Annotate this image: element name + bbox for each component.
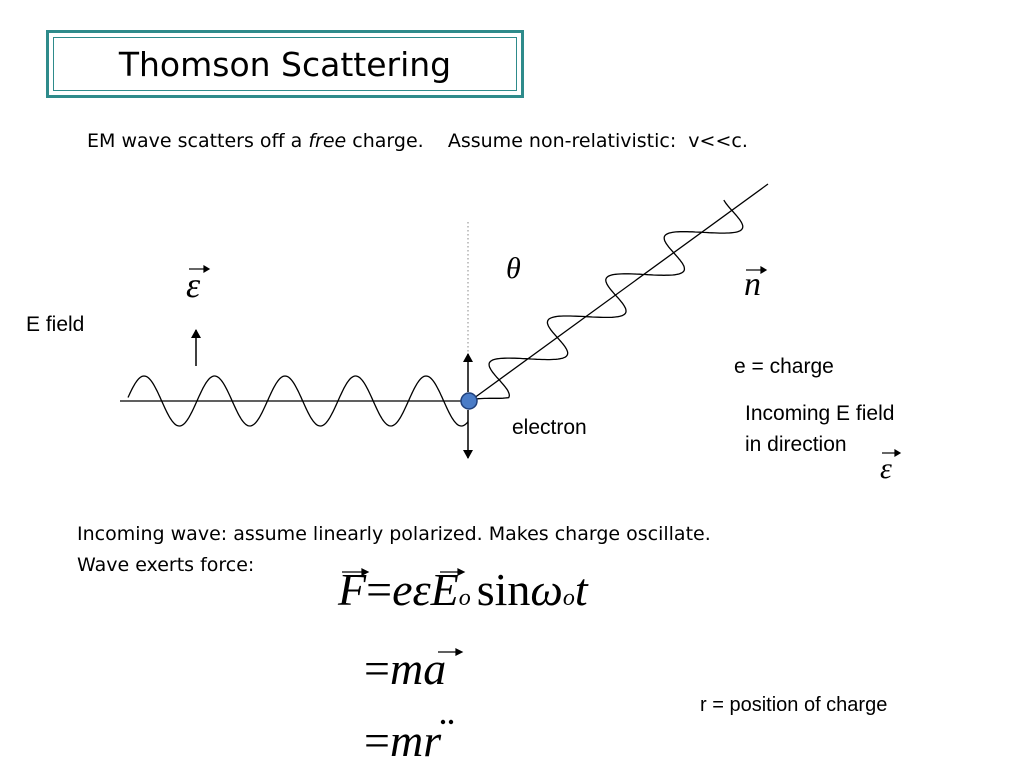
- title-frame: Thomson Scattering: [46, 30, 524, 98]
- intro-suffix: charge. Assume non-relativistic: v<<c.: [346, 130, 748, 152]
- theta-symbol: θ: [506, 252, 521, 285]
- mass-position-equation: =mr: [364, 718, 441, 764]
- incoming-wave: [127, 375, 469, 427]
- incoming-field-label-line2: in direction: [745, 433, 847, 456]
- scattered-direction-line: [469, 183, 769, 402]
- electron-label: electron: [512, 416, 587, 439]
- eq1-subscript-o2: o: [562, 585, 575, 611]
- page-title: Thomson Scattering: [118, 44, 452, 84]
- title-inner-frame: Thomson Scattering: [53, 37, 517, 91]
- eq3-r: r: [423, 715, 442, 766]
- charge-label: e = charge: [734, 355, 834, 378]
- force-text: Wave exerts force:: [77, 554, 255, 576]
- eq1-sin: sin: [476, 564, 531, 615]
- intro-prefix: EM wave scatters off a: [87, 130, 309, 152]
- ddot-right: [448, 719, 454, 725]
- eq1-subscript-o: o: [458, 585, 471, 611]
- intro-emphasis: free: [308, 130, 347, 152]
- e-field-label: E field: [26, 313, 85, 336]
- eq1-epsilon: ε: [412, 564, 431, 615]
- eq1-e: e: [392, 564, 413, 615]
- electron-dot: [460, 392, 478, 410]
- eq2-equals: =: [364, 643, 390, 694]
- eq3-m: m: [389, 715, 424, 766]
- incoming-field-label-line1: Incoming E field: [745, 402, 895, 425]
- epsilon-vector-symbol: ε: [186, 265, 201, 305]
- intro-text: EM wave scatters off a free charge. Assu…: [87, 130, 748, 152]
- n-vector-symbol: n: [744, 266, 761, 303]
- mass-acceleration-equation: =ma: [364, 646, 446, 692]
- eq1-t: t: [574, 564, 588, 615]
- scattered-wave: [469, 199, 744, 402]
- ddot-left: [440, 719, 446, 725]
- eq1-omega: ω: [530, 564, 563, 615]
- eq1-F: F: [338, 564, 367, 615]
- eq1-equals: =: [366, 564, 393, 615]
- vector-arrows: [189, 264, 902, 656]
- position-label: r = position of charge: [700, 694, 888, 716]
- polarization-text: Incoming wave: assume linearly polarized…: [77, 523, 711, 545]
- eq1-E: E: [430, 564, 459, 615]
- eq2-m: m: [389, 643, 424, 694]
- epsilon-direction-symbol: ε: [880, 452, 892, 485]
- eq3-equals: =: [364, 715, 390, 766]
- eq2-a: a: [423, 643, 447, 694]
